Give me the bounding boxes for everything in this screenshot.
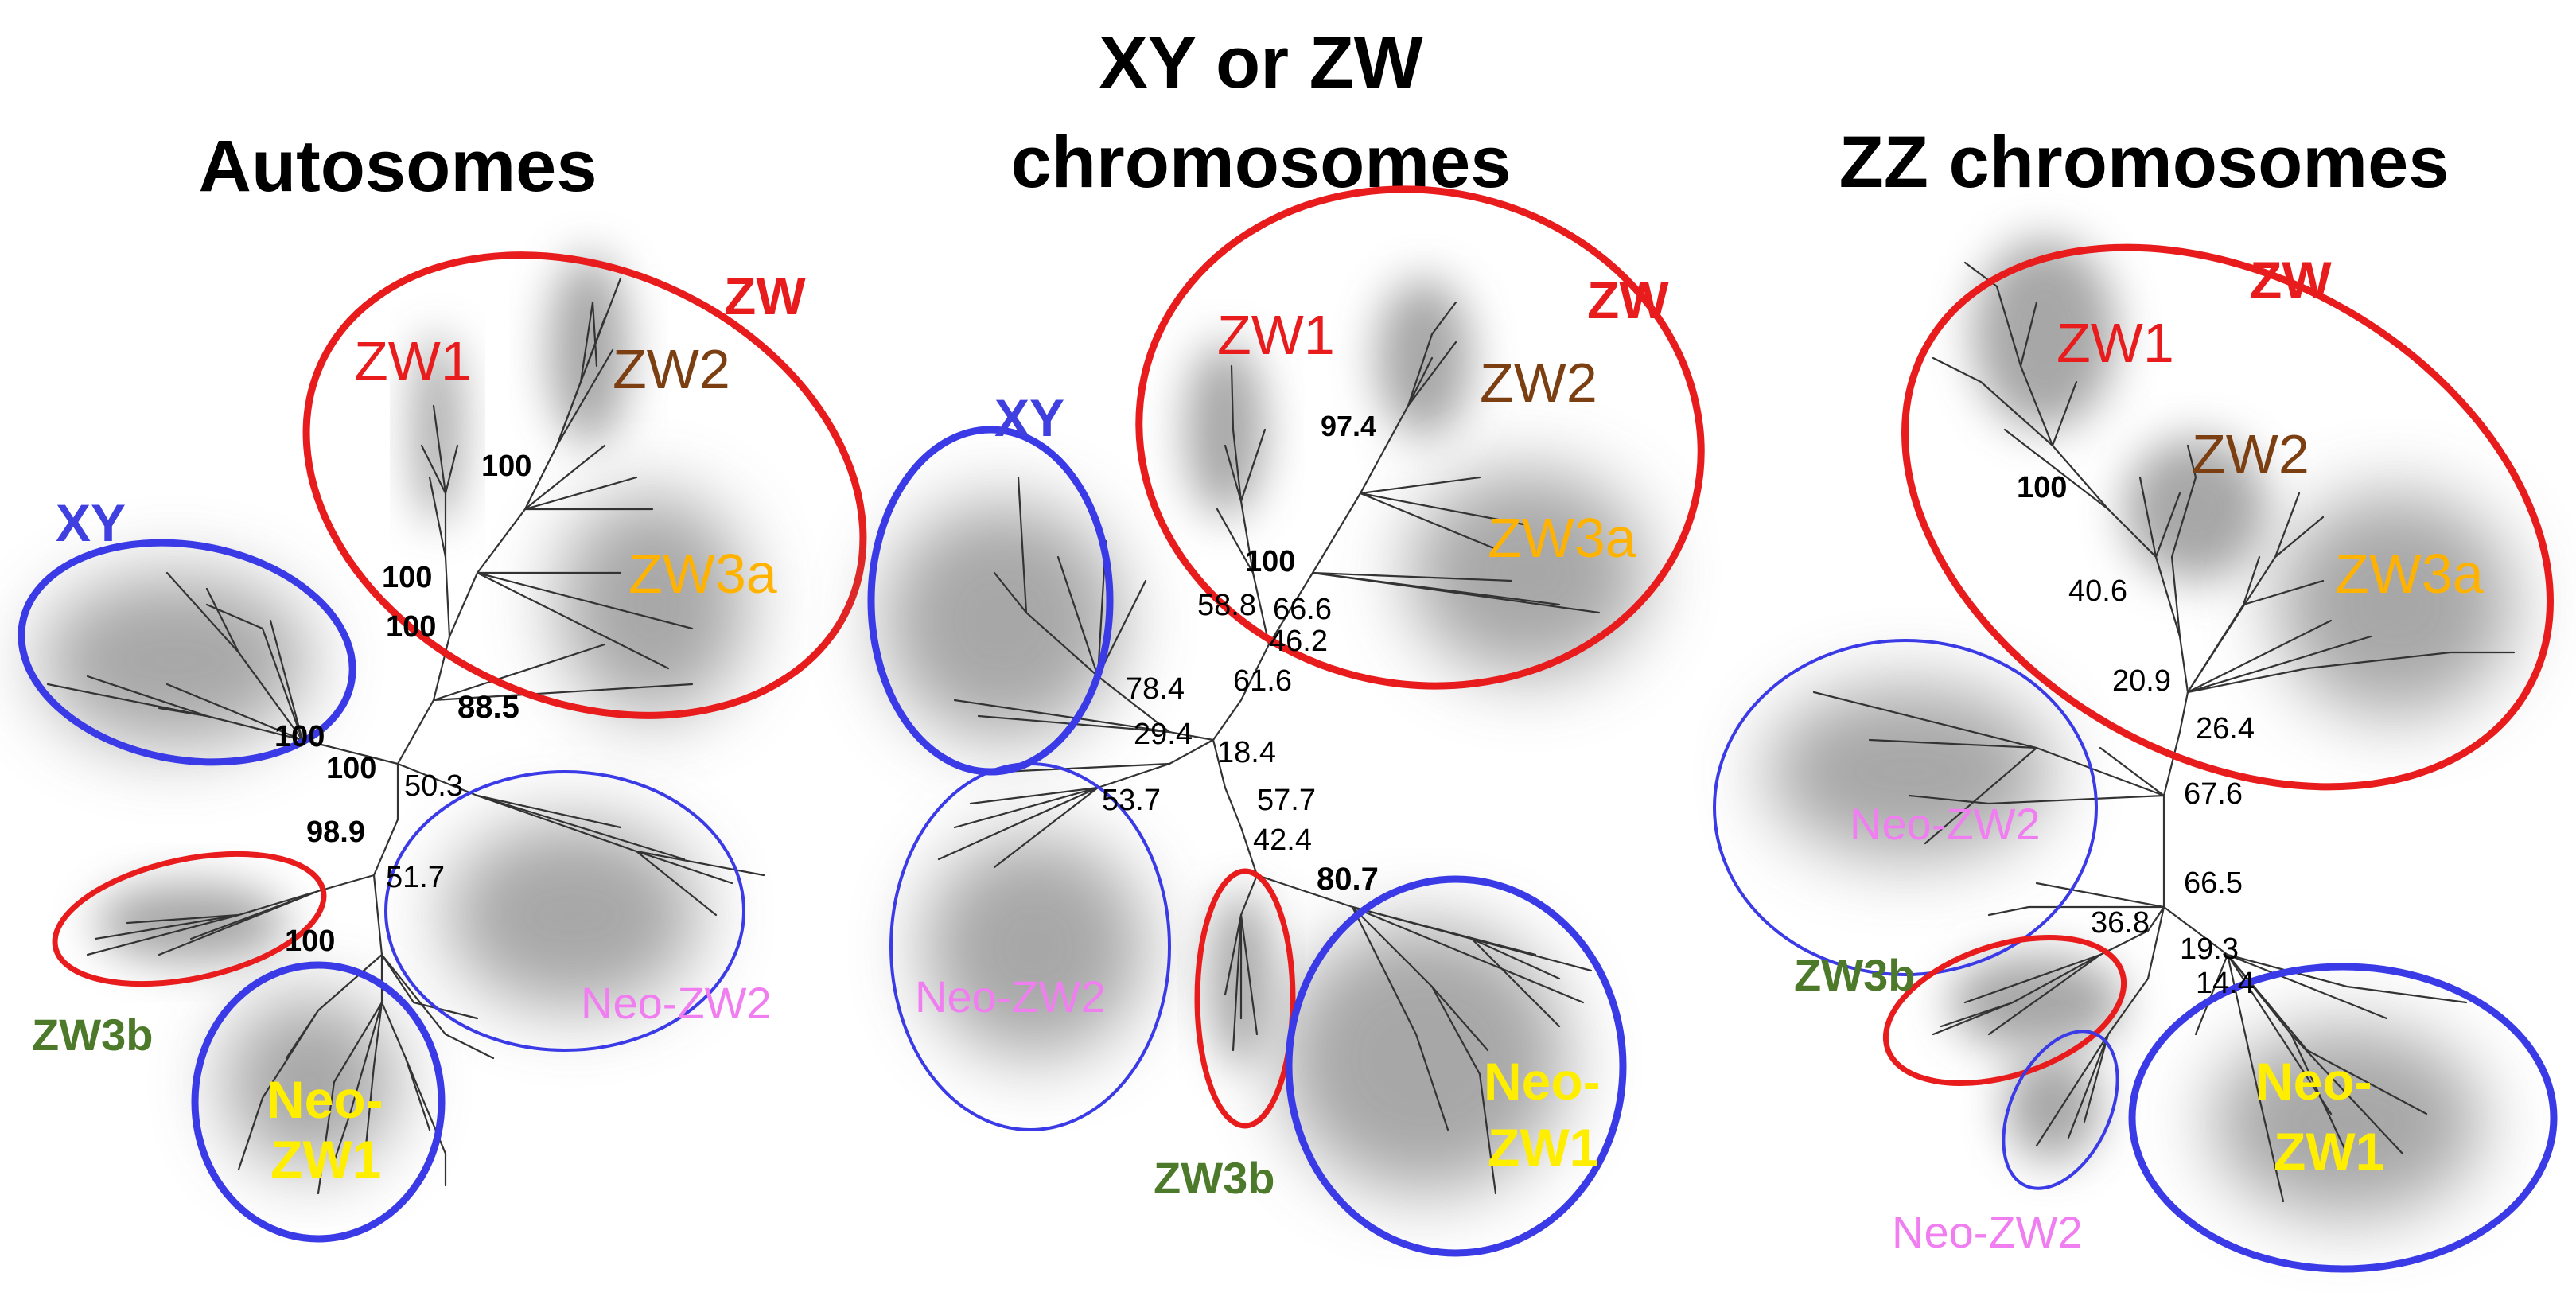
label-neo-zw1-a: Neo-	[267, 1070, 383, 1129]
label-neo-zw1-b: ZW1	[270, 1130, 381, 1189]
label-neo-zw1-a: Neo-	[2255, 1052, 2372, 1111]
support-value: 50.3	[404, 769, 463, 803]
label-zw1: ZW1	[2057, 312, 2174, 374]
panel-autosomes: Autosomes	[18, 126, 867, 1243]
panel-title-xy-zw-line1: XY or ZW	[1099, 22, 1422, 103]
support-value: 53.7	[1102, 784, 1161, 817]
circle-zw3b	[52, 851, 327, 987]
support-value: 100	[274, 720, 325, 753]
support-value: 67.6	[2184, 777, 2243, 811]
support-value: 80.7	[1317, 862, 1379, 897]
circle-neo-zw2	[889, 762, 1171, 1131]
support-value: 40.6	[2068, 574, 2127, 608]
support-value: 100	[481, 450, 531, 483]
label-zw3a: ZW3a	[2335, 543, 2484, 605]
label-zw: ZW	[1587, 271, 1669, 329]
support-value: 61.6	[1233, 664, 1292, 698]
support-value: 100	[1245, 545, 1295, 578]
support-value: 66.5	[2184, 866, 2243, 900]
circle-zw	[1901, 243, 2554, 791]
support-value: 100	[285, 925, 335, 958]
panel-xy-zw: XY or ZW chromosomes	[867, 22, 1705, 1257]
support-value: 18.4	[1217, 736, 1276, 769]
circle-xy	[18, 539, 356, 766]
support-value: 66.6	[1273, 593, 1332, 626]
label-neo-zw1-b: ZW1	[1488, 1118, 1598, 1177]
support-value: 100	[382, 561, 432, 594]
clade-circles-zz	[1713, 243, 2558, 1273]
support-value: 42.4	[1253, 823, 1312, 857]
circle-neo-zw1	[191, 961, 446, 1243]
support-value: 98.9	[306, 816, 365, 849]
support-value: 100	[2017, 471, 2067, 504]
clade-shading	[1766, 239, 2514, 1217]
support-value: 100	[326, 752, 376, 785]
label-zw1: ZW1	[354, 330, 472, 392]
label-zw: ZW	[2250, 251, 2332, 309]
support-value: 26.4	[2196, 712, 2255, 745]
support-value: 29.4	[1134, 718, 1193, 751]
support-value: 100	[386, 610, 436, 644]
label-neo-zw2-bottom: Neo-ZW2	[1892, 1207, 2083, 1257]
support-value: 58.8	[1197, 589, 1256, 622]
circle-neo-zw1	[1285, 875, 1627, 1257]
label-zw: ZW	[724, 267, 806, 325]
label-neo-zw1-b: ZW1	[2274, 1122, 2384, 1181]
label-neo-zw2: Neo-ZW2	[915, 971, 1106, 1022]
label-zw1: ZW1	[1217, 304, 1335, 366]
label-neo-zw2: Neo-ZW2	[581, 978, 772, 1028]
phylogenetic-tree-autosomes	[46, 277, 765, 1195]
circle-neo-zw1	[2128, 963, 2558, 1273]
support-value: 19.3	[2180, 932, 2239, 966]
label-xy: XY	[56, 493, 126, 552]
support-value: 97.4	[1321, 410, 1376, 442]
label-zw2: ZW2	[2192, 423, 2309, 485]
support-value: 78.4	[1126, 672, 1185, 706]
circle-neo-zw2-small	[2002, 1030, 2119, 1190]
support-value: 20.9	[2112, 664, 2171, 698]
label-zw3b: ZW3b	[1794, 950, 1915, 1000]
circle-zw3b	[1194, 868, 1296, 1129]
circle-neo-zw2	[1713, 639, 2098, 976]
circle-zw	[1135, 185, 1705, 690]
label-xy: XY	[994, 388, 1064, 447]
clade-circles-autosomes	[18, 251, 867, 1243]
clade-circles-xy-zw	[867, 185, 1705, 1257]
label-zw2: ZW2	[1480, 352, 1597, 414]
panel-zz: ZZ chromosomes	[1713, 122, 2558, 1273]
label-zw3a: ZW3a	[1488, 507, 1636, 569]
support-value: 88.5	[457, 690, 519, 725]
support-value: 36.8	[2091, 906, 2150, 940]
support-value: 46.2	[1269, 625, 1328, 658]
circle-zw	[302, 251, 867, 719]
label-neo-zw2: Neo-ZW2	[1850, 799, 2041, 849]
label-zw3b: ZW3b	[1154, 1153, 1274, 1203]
label-zw3b: ZW3b	[32, 1010, 153, 1060]
label-zw2: ZW2	[613, 338, 730, 400]
support-value: 57.7	[1257, 784, 1316, 817]
panel-title-zz: ZZ chromosomes	[1839, 122, 2450, 203]
circle-neo-zw2	[384, 770, 745, 1052]
label-zw3a: ZW3a	[628, 543, 777, 605]
support-value: 14.4	[2196, 967, 2255, 1000]
phylogenetic-tree-xy-zw	[937, 301, 1601, 1195]
label-neo-zw1-a: Neo-	[1484, 1052, 1601, 1111]
support-value: 51.7	[386, 861, 445, 894]
panel-title-autosomes: Autosomes	[199, 126, 597, 207]
